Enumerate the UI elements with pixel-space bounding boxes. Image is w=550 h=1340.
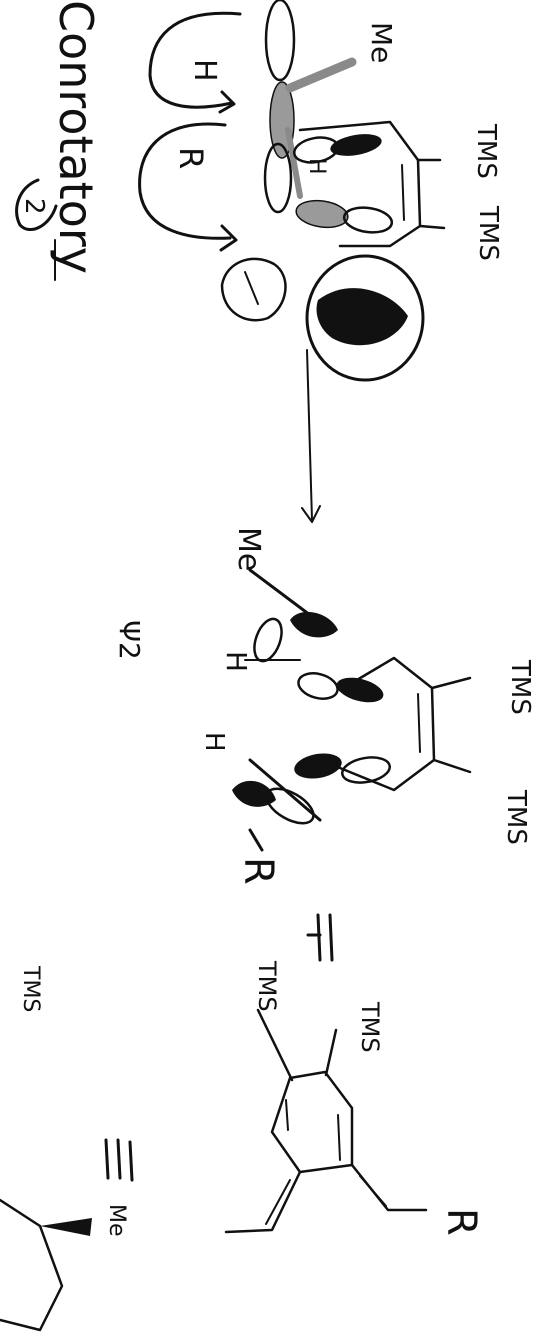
circled-number: 2 — [19, 198, 49, 215]
reaction-arrow — [306, 349, 313, 521]
label-r-top: R — [172, 147, 210, 169]
label-me-mid: Me — [231, 527, 266, 571]
title-conrotatory: Conrotatory — [49, 0, 103, 274]
label-h-top: H — [187, 59, 222, 82]
equals-1 — [306, 913, 334, 962]
label-tms-2: TMS — [473, 205, 503, 261]
bottom-structure: TMS TMS R — [224, 960, 484, 1236]
label-tms-3: TMS — [505, 659, 535, 715]
label-tms-7: TMS — [18, 965, 43, 1012]
label-me-top: Me — [365, 22, 398, 63]
top-structure: H R Me H TMS TMS — [138, 0, 503, 523]
label-h-inner: H — [304, 158, 329, 175]
equals-2 — [104, 1138, 134, 1182]
label-psi: Ψ2 — [113, 620, 146, 660]
label-r-mid: R — [235, 857, 281, 885]
label-r-bottom: R — [438, 1208, 484, 1236]
curved-arrow-upper — [148, 11, 242, 109]
middle-structure: Me Ψ2 H TMS TMS H R — [113, 527, 535, 885]
label-h-mid: H — [220, 651, 253, 672]
curved-arrow-lower — [138, 122, 232, 240]
title-group: Conrotatory — [49, 0, 103, 274]
label-tms-1: TMS — [471, 123, 501, 179]
label-tms-4: TMS — [501, 789, 531, 845]
label-tms-6: TMS — [356, 1001, 384, 1053]
label-h-mid-2: H — [199, 732, 229, 752]
circled-mark: 2 — [15, 178, 58, 281]
partial-structure: TMS Me — [0, 965, 129, 1332]
label-tms-5: TMS — [253, 960, 281, 1012]
label-me-bottom: Me — [104, 1204, 129, 1237]
